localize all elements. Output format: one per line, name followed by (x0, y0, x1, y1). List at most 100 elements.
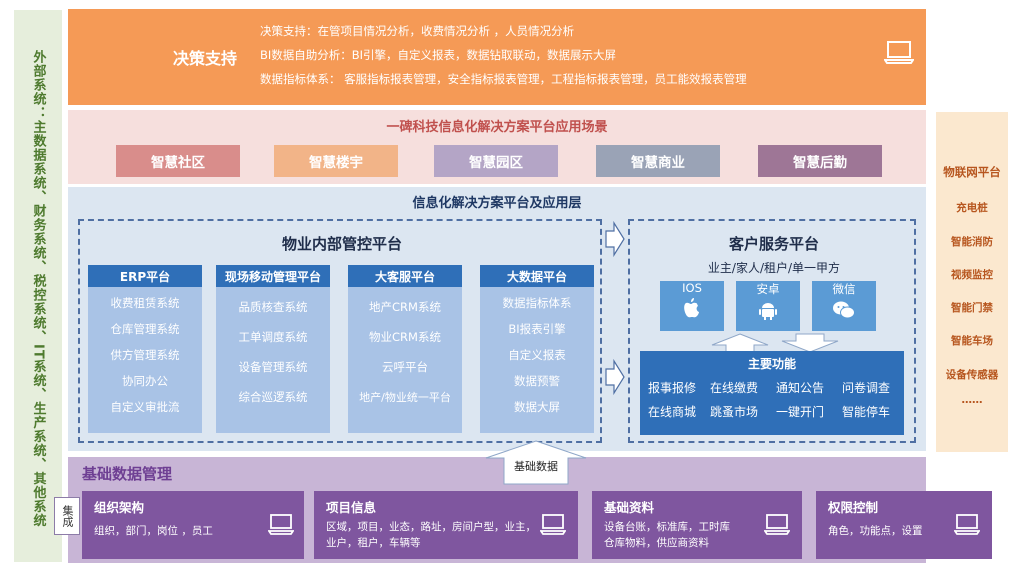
function-item: 问卷调查 (842, 381, 891, 395)
erp-column: ERP平台 收费租赁系统 仓库管理系统 供方管理系统 协同办公 自定义审批流 (88, 265, 202, 433)
column-item: 设备管理系统 (238, 360, 308, 374)
big-data-header: 大数据平台 (480, 265, 594, 287)
apple-icon (660, 297, 724, 323)
card-desc: 设备台账，标准库，工时库 (604, 521, 730, 533)
iot-item: 视频监控 (951, 269, 993, 281)
scenario-card-community: 智慧社区 (116, 145, 240, 177)
card-desc: 角色，功能点，设置 (828, 525, 923, 537)
decision-line-1: 决策支持：在管项目情况分析，收费情况分析 ，人员情况分析 (260, 24, 575, 38)
laptop-icon (267, 513, 295, 540)
scenario-card-commerce: 智慧商业 (596, 145, 720, 177)
internal-platform-title: 物业内部管控平台 (281, 235, 402, 253)
erp-header: ERP平台 (88, 265, 202, 287)
iot-item: 充电桩 (956, 202, 988, 214)
channel-android: 安卓 (736, 281, 800, 331)
column-item: 地产/物业统一平台 (359, 391, 451, 404)
column-item: 协同办公 (122, 374, 168, 388)
decision-support-title: 决策支持 (172, 49, 237, 68)
laptop-icon (539, 513, 567, 540)
decision-line-2: BI数据自助分析：BI引擎，自定义报表，数据钻取联动，数据展示大屏 (260, 48, 617, 62)
column-item: 供方管理系统 (110, 348, 180, 362)
big-data-column: 大数据平台 数据指标体系 BI报表引擎 自定义报表 数据预警 数据大屏 (480, 265, 594, 433)
iot-item: 智能车场 (951, 335, 993, 347)
iot-item: 设备传感器 (945, 369, 999, 381)
column-item: 综合巡逻系统 (238, 390, 308, 404)
android-icon (736, 299, 800, 325)
laptop-icon (883, 39, 915, 71)
decision-line-3: 数据指标体系： 客服指标报表管理，安全指标报表管理，工程指标报表管理，员工能效报… (260, 72, 747, 86)
main-functions-title: 主要功能 (747, 357, 796, 371)
external-systems-panel: 外部系统：主数据系统、财务系统、税控系统、IT系统、生产系统、其他系统 (14, 10, 62, 562)
column-item: 云呼平台 (382, 360, 428, 374)
column-item: 仓库管理系统 (110, 322, 180, 336)
flow-arrow-top (604, 219, 626, 263)
org-structure-card: 组织架构 组织，部门，岗位 ，员工 (82, 491, 304, 559)
scenario-card-building: 智慧楼宇 (274, 145, 398, 177)
base-data-title: 基础数据管理 (82, 465, 173, 483)
iot-item: 智能消防 (951, 236, 993, 248)
function-item: 在线缴费 (710, 381, 759, 395)
card-desc: 仓库物料，供应商资料 (604, 537, 709, 549)
iot-item: 智能门禁 (951, 302, 993, 314)
main-functions-panel: 主要功能 报事报修 在线缴费 通知公告 问卷调查 在线商城 跳蚤市场 一键开门 … (640, 351, 904, 435)
mobile-field-header: 现场移动管理平台 (216, 265, 330, 287)
column-item: 物业CRM系统 (369, 330, 441, 344)
scenario-band: 一碑科技信息化解决方案平台应用场景 智慧社区 智慧楼宇 智慧园区 智慧商业 智慧… (68, 110, 926, 184)
external-systems-label: 外部系统：主数据系统、财务系统、税控系统、IT系统、生产系统、其他系统 (30, 50, 46, 528)
permission-control-card: 权限控制 角色，功能点，设置 (816, 491, 992, 559)
scenario-card-park: 智慧园区 (434, 145, 558, 177)
column-item: 数据指标体系 (502, 296, 572, 310)
function-item: 通知公告 (776, 381, 825, 395)
card-desc: 区域，项目，业态，路址，房间户型，业主， (326, 521, 536, 533)
laptop-icon (763, 513, 791, 540)
column-item: 自定义审批流 (110, 400, 180, 414)
column-item: 工单调度系统 (238, 330, 308, 344)
column-item: 数据大屏 (514, 400, 560, 414)
column-item: BI报表引擎 (508, 322, 566, 336)
mobile-field-column: 现场移动管理平台 品质核查系统 工单调度系统 设备管理系统 综合巡逻系统 (216, 265, 330, 433)
integrate-label: 集成 (54, 497, 80, 535)
column-item: 收费租赁系统 (110, 296, 180, 310)
base-data-management: 基础数据管理 组织架构 组织，部门，岗位 ，员工 项目信息 区域，项目，业态，路… (68, 457, 992, 563)
base-data-arrow-label: 基础数据 (514, 460, 558, 473)
function-item: 智能停车 (842, 405, 891, 419)
laptop-icon (953, 513, 981, 540)
column-item: 品质核查系统 (238, 300, 308, 314)
basic-materials-card: 基础资料 设备台账，标准库，工时库 仓库物料，供应商资料 (592, 491, 802, 559)
scenario-card-logistics: 智慧后勤 (758, 145, 882, 177)
iot-platform-panel: 物联网平台 充电桩 智能消防 视频监控 智能门禁 智能车场 设备传感器 …… (936, 112, 1008, 452)
iot-title: 物联网平台 (943, 165, 1001, 179)
column-item: 地产CRM系统 (369, 300, 441, 314)
project-info-card: 项目信息 区域，项目，业态，路址，房间户型，业主， 业户，租户，车辆等 (314, 491, 578, 559)
platform-layer: 信息化解决方案平台及应用层 物业内部管控平台 ERP平台 收费租赁系统 仓库管理… (68, 187, 926, 451)
flow-arrow-bottom (604, 357, 626, 401)
customer-service-column: 大客服平台 地产CRM系统 物业CRM系统 云呼平台 地产/物业统一平台 (348, 265, 462, 433)
decision-support-band: 决策支持 决策支持：在管项目情况分析，收费情况分析 ，人员情况分析 BI数据自助… (68, 9, 954, 105)
down-arrow (780, 333, 840, 357)
card-title: 项目信息 (326, 500, 377, 515)
function-item: 在线商城 (648, 405, 697, 419)
customer-service-header: 大客服平台 (348, 265, 462, 287)
function-item: 一键开门 (776, 405, 825, 419)
client-platform-subtitle: 业主/家人/租户/单一甲方 (707, 261, 841, 275)
platform-title: 信息化解决方案平台及应用层 (412, 196, 582, 211)
base-data-arrow (484, 440, 588, 485)
channel-wechat: 微信 (812, 281, 876, 331)
internal-control-platform: 物业内部管控平台 ERP平台 收费租赁系统 仓库管理系统 供方管理系统 协同办公… (78, 219, 602, 443)
channel-label: IOS (682, 281, 702, 295)
function-item: 跳蚤市场 (710, 405, 759, 419)
scenario-title: 一碑科技信息化解决方案平台应用场景 (386, 120, 608, 135)
channel-ios: IOS (660, 281, 724, 331)
card-title: 权限控制 (828, 500, 879, 515)
column-item: 自定义报表 (508, 348, 566, 362)
wechat-icon (812, 299, 876, 325)
channel-label: 安卓 (756, 282, 780, 296)
card-title: 组织架构 (94, 500, 145, 515)
column-item: 数据预警 (514, 374, 560, 388)
tablet-icon (934, 37, 956, 73)
iot-item: …… (961, 394, 983, 406)
function-item: 报事报修 (648, 381, 697, 395)
card-desc: 组织，部门，岗位 ，员工 (94, 525, 213, 537)
channel-label: 微信 (832, 282, 856, 296)
card-desc: 业户，租户，车辆等 (326, 537, 421, 549)
